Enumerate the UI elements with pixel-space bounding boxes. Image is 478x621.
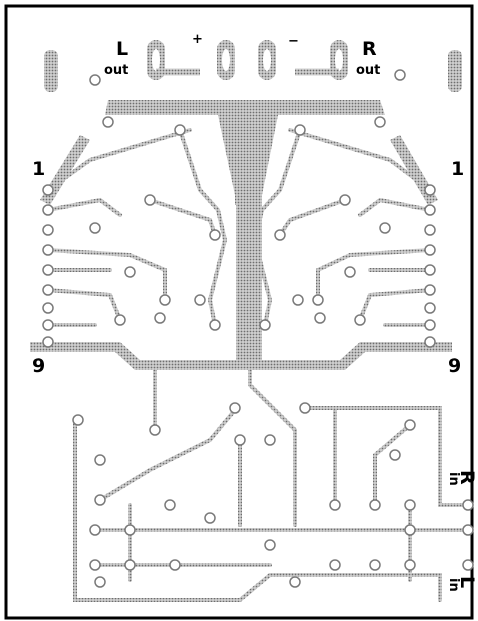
solder-pads bbox=[42, 69, 474, 588]
pin-1-right: 1 bbox=[451, 158, 465, 180]
pin-1-left: 1 bbox=[32, 158, 46, 180]
right-rail bbox=[448, 50, 462, 92]
pin-9-right: 9 bbox=[448, 355, 462, 377]
label-l-input: L bbox=[456, 576, 478, 589]
output-connectors bbox=[147, 40, 348, 80]
left-rail bbox=[44, 50, 58, 92]
pin-9-left: 9 bbox=[32, 355, 46, 377]
label-L-out: out bbox=[104, 63, 129, 78]
label-L: L bbox=[116, 38, 129, 60]
label-plus: + bbox=[192, 32, 203, 47]
label-r-input: R bbox=[456, 470, 478, 485]
label-R: R bbox=[362, 38, 377, 60]
label-minus: − bbox=[288, 34, 299, 49]
board-border bbox=[4, 4, 474, 620]
label-R-out: out bbox=[356, 63, 381, 78]
power-bus bbox=[30, 100, 452, 370]
